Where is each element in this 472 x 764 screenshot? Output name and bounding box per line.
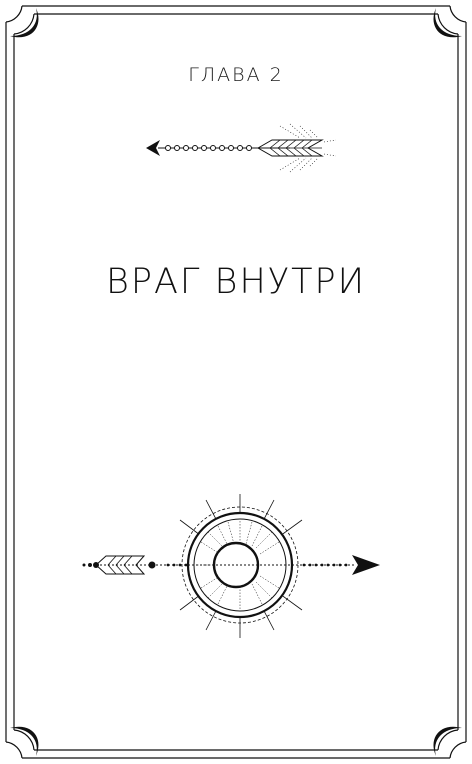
chapter-title: ВРАГ ВНУТРИ — [105, 262, 367, 302]
sun-arrow-icon — [82, 494, 380, 638]
corner-crescent-bottom-right-icon — [433, 726, 467, 759]
corner-crescent-bottom-left-icon — [5, 726, 39, 759]
corner-crescent-top-right-icon — [433, 5, 467, 38]
corner-crescent-top-left-icon — [5, 5, 39, 38]
chapter-number: ГЛАВА 2 — [188, 64, 284, 86]
feathered-arrow-icon — [146, 123, 337, 173]
